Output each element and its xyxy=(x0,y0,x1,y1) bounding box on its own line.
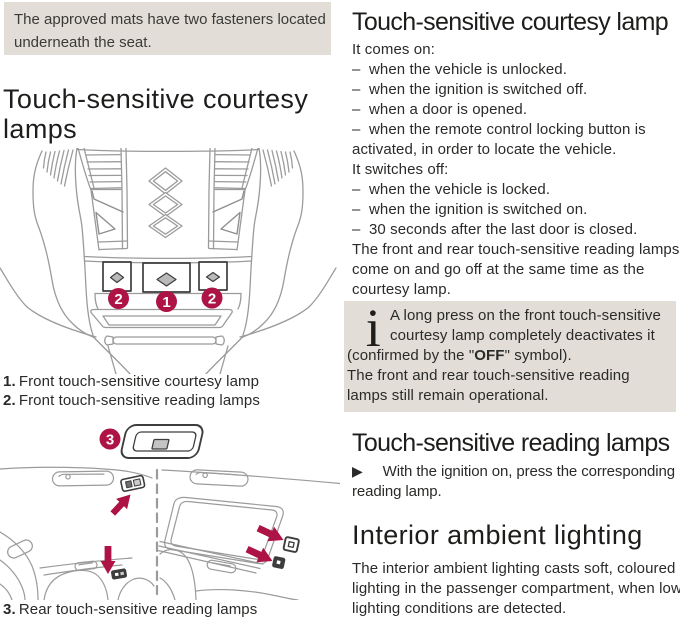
svg-text:1: 1 xyxy=(162,294,170,311)
svg-text:2: 2 xyxy=(208,291,216,308)
svg-text:2: 2 xyxy=(114,291,122,308)
svg-text:3: 3 xyxy=(106,432,114,449)
